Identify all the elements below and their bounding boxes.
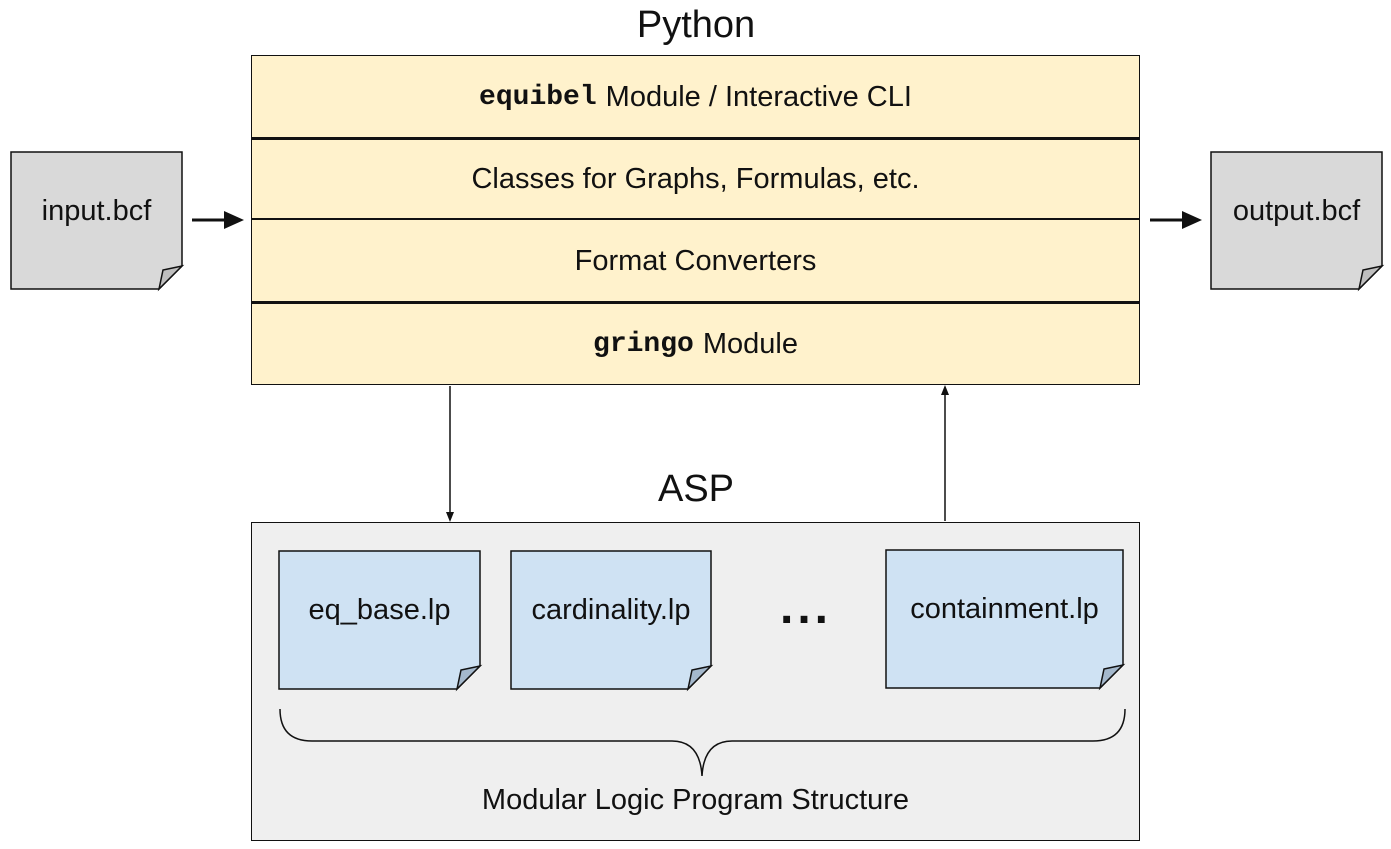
input-arrow [192, 211, 244, 229]
curly-brace [279, 708, 1126, 777]
asp-file-icon [278, 550, 483, 692]
layer-label: Classes for Graphs, Formulas, etc. [471, 162, 920, 195]
asp-file-icon [885, 549, 1126, 691]
python-layer-stack: equibel Module / Interactive CLI Classes… [251, 55, 1140, 385]
asp-file-icon [510, 550, 714, 692]
up-arrow [941, 385, 949, 521]
down-arrow [446, 386, 454, 522]
output-arrow [1150, 211, 1202, 229]
layer-label: Format Converters [574, 244, 817, 277]
more-files-ellipsis: ... [779, 581, 832, 634]
layer-gringo-module: gringo Module [252, 304, 1139, 384]
brace-caption: Modular Logic Program Structure [481, 784, 910, 816]
layer-equibel-module: equibel Module / Interactive CLI [252, 56, 1139, 138]
output-file-icon [1210, 151, 1385, 292]
layer-label: Module / Interactive CLI [605, 80, 912, 113]
layer-divider [252, 301, 1139, 304]
layer-code: gringo [593, 328, 694, 360]
layer-divider [252, 137, 1139, 140]
layer-format-converters: Format Converters [252, 220, 1139, 302]
python-title: Python [636, 4, 756, 46]
layer-classes: Classes for Graphs, Formulas, etc. [252, 139, 1139, 219]
layer-label: Module [702, 327, 798, 360]
layer-divider [252, 218, 1139, 220]
layer-code: equibel [479, 81, 597, 113]
input-file-icon [10, 151, 185, 292]
asp-title: ASP [657, 468, 735, 510]
